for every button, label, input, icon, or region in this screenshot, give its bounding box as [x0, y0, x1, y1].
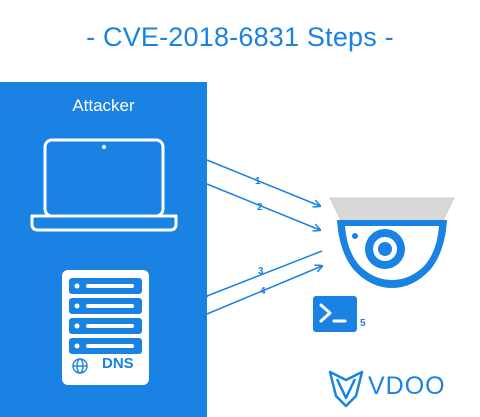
dns-server-icon	[62, 270, 149, 385]
step-2-label: 2	[257, 202, 263, 213]
step-1-label: 1	[255, 176, 261, 187]
vdoo-logo-text: VDOO	[368, 372, 446, 400]
arrows	[206, 159, 323, 315]
diagram-title: - CVE-2018-6831 Steps -	[86, 22, 394, 52]
step-4-arrow	[206, 266, 322, 315]
step-2-arrow	[206, 183, 320, 230]
step-4-label: 4	[260, 286, 266, 297]
dns-label: DNS	[102, 355, 134, 372]
step-1-arrow	[206, 159, 320, 206]
laptop-icon	[30, 138, 178, 232]
step-5-label: 5	[360, 318, 366, 329]
attacker-label: Attacker	[72, 96, 135, 115]
globe-icon	[72, 358, 88, 374]
step-3-label: 3	[258, 266, 264, 277]
step-3-arrow	[207, 250, 323, 296]
terminal-icon	[313, 296, 357, 332]
camera-icon	[329, 197, 455, 288]
vdoo-logo-icon	[328, 370, 364, 408]
